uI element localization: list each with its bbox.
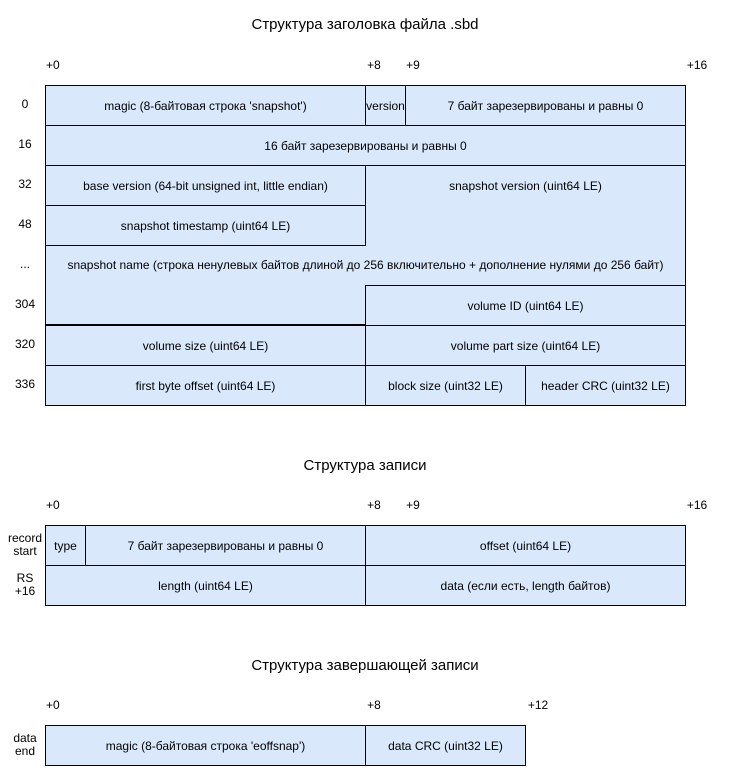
record-offset-field: offset (uint64 LE) [365,525,686,566]
record-structure-title: Структура записи [303,457,427,474]
header-offset-9: +9 [406,58,420,72]
header-reserved16-field: 16 байт зарезервированы и равны 0 [45,125,686,166]
header-base-version-field: base version (64-bit unsigned int, littl… [45,165,366,206]
record-offset-8: +8 [367,498,381,512]
record-row-rs16: RS +16 [14,571,36,598]
final-offset-12: +12 [527,698,549,712]
header-row-336: 336 [14,377,36,391]
final-row-data-end: data end [13,731,37,758]
header-row-16: 16 [18,137,32,151]
header-crc-field: header CRC (uint32 LE) [525,365,686,406]
header-volume-size-field: volume size (uint64 LE) [45,325,366,366]
final-data-crc-field: data CRC (uint32 LE) [365,725,526,766]
header-row-0: 0 [21,97,29,111]
record-offset-16: +16 [686,498,708,512]
record-length-field: length (uint64 LE) [45,565,366,606]
header-offset-16: +16 [686,58,708,72]
final-magic-field: magic (8-байтовая строка 'eoffsnap') [45,725,366,766]
header-snapshot-version-field: snapshot version (uint64 LE) [365,165,686,206]
header-row-320: 320 [14,337,36,351]
header-magic-field: magic (8-байтовая строка 'snapshot') [45,85,366,126]
header-row-ellipsis: ... [19,257,30,271]
header-volume-id-field: volume ID (uint64 LE) [365,285,686,326]
header-snapshot-timestamp-field: snapshot timestamp (uint64 LE) [45,205,366,246]
final-offset-8: +8 [367,698,381,712]
header-block-size-field: block size (uint32 LE) [365,365,526,406]
header-offset-0: +0 [46,58,60,72]
header-reserved7-field: 7 байт зарезервированы и равны 0 [405,85,686,126]
header-first-byte-offset-field: first byte offset (uint64 LE) [45,365,366,406]
header-row-304: 304 [14,297,36,311]
record-row-start: record start [7,531,42,558]
header-structure-title: Структура заголовка файла .sbd [251,16,479,33]
header-version-field: version [365,85,406,126]
final-structure-title: Структура завершающей записи [251,657,479,674]
header-volume-part-size-field: volume part size (uint64 LE) [365,325,686,366]
record-data-field: data (если есть, length байтов) [365,565,686,606]
header-offset-8: +8 [367,58,381,72]
header-row-48: 48 [18,217,32,231]
record-type-field: type [45,525,86,566]
final-offset-0: +0 [46,698,60,712]
header-snapshot-name-label: snapshot name (строка ненулевых байтов д… [67,258,664,272]
record-offset-0: +0 [46,498,60,512]
record-reserved7-field: 7 байт зарезервированы и равны 0 [85,525,366,566]
header-row-32: 32 [18,177,32,191]
record-offset-9: +9 [406,498,420,512]
